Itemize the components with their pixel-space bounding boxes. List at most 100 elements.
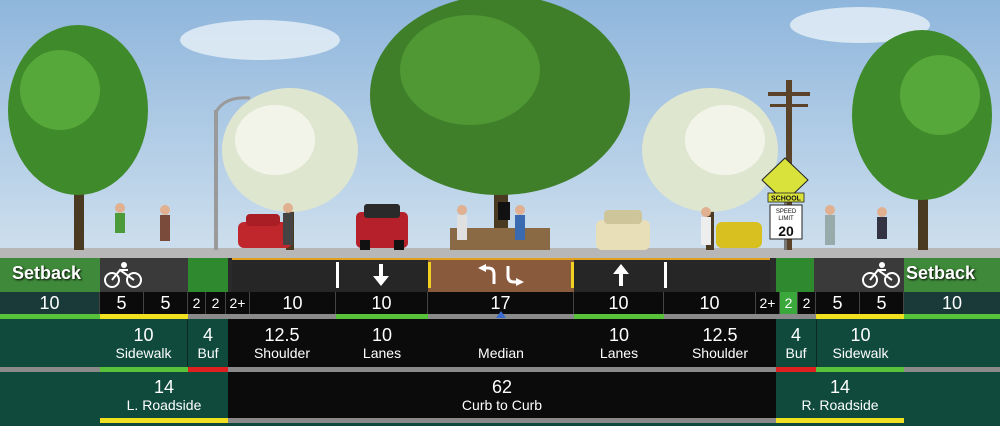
component-median-label: Median: [478, 345, 524, 361]
setback-left-area: [0, 258, 100, 292]
accent-gray: [228, 418, 776, 423]
median-sign-icon: [498, 202, 510, 220]
component-sidewalk-right-value: 10: [850, 325, 871, 345]
width-shoulder-right: 10: [664, 292, 756, 314]
component-buffer-right-value: 4: [790, 325, 801, 345]
totals-spacer-left: [0, 372, 100, 418]
accent-green: [100, 367, 188, 372]
component-shoulder-right: 12.5 Shoulder: [664, 319, 776, 367]
total-l-roadside-value: 14: [153, 377, 175, 397]
lane-line: [336, 262, 339, 288]
car-icon: [356, 204, 408, 250]
car-icon: [716, 222, 762, 248]
speed-sign-mid: LIMIT: [778, 216, 794, 222]
component-buffer-left: 4 Buf: [188, 319, 228, 367]
total-l-roadside: 14 L. Roadside: [100, 372, 228, 418]
cloud: [790, 7, 930, 43]
width-sidewalk-left-a: 5: [100, 292, 144, 314]
setback-left-label: Setback: [12, 263, 82, 283]
median-edge-line: [571, 262, 574, 288]
component-sidewalk-right-label: Sidewalk: [832, 345, 889, 361]
median-area: [428, 258, 574, 292]
street-illustration: SCHOOL SPEED LIMIT 20: [0, 0, 1000, 258]
width-buffer-right-b: 2: [798, 292, 816, 314]
curb-strip: [0, 248, 1000, 258]
accent-strip-2: [0, 367, 1000, 372]
width-median: 17: [428, 292, 574, 314]
component-lanes-right: 10 Lanes: [574, 319, 664, 367]
school-sign-text: SCHOOL: [771, 196, 802, 203]
total-r-roadside-value: 14: [829, 377, 851, 397]
component-median: Median: [428, 319, 574, 367]
width-sidewalk-right-b: 5: [860, 292, 904, 314]
component-shoulder-left-value: 12.5: [264, 325, 300, 345]
total-curb-to-curb: 62 Curb to Curb: [228, 372, 776, 418]
width-lane-right: 10: [574, 292, 664, 314]
component-buffer-left-label: Buf: [197, 345, 219, 361]
component-spacer-left: [0, 319, 100, 367]
speed-sign-value: 20: [778, 223, 794, 239]
widths-row: 10 5 5 2 2 2+ 10 10 17 10 10 2+ 2 2 5 5 …: [0, 292, 1000, 314]
road-edge-line: [232, 258, 770, 260]
component-shoulder-left: 12.5 Shoulder: [228, 319, 336, 367]
component-spacer-right: [904, 319, 1000, 367]
width-shoulder-left: 10: [250, 292, 336, 314]
accent-green: [904, 314, 1000, 319]
width-curb-right: 2+: [756, 292, 780, 314]
accent-green: [0, 314, 100, 319]
width-lane-left: 10: [336, 292, 428, 314]
accent-yellow: [776, 418, 904, 423]
car-icon: [238, 214, 292, 248]
turn-arrows-icon: [478, 264, 524, 286]
component-shoulder-right-value: 12.5: [702, 325, 738, 345]
arrow-down-icon: [373, 264, 389, 286]
width-setback-left: 10: [0, 292, 100, 314]
accent-strip: [0, 311, 1000, 319]
tree-icon: [370, 0, 630, 250]
component-lanes-left: 10 Lanes: [336, 319, 428, 367]
arrow-up-icon: [613, 264, 629, 286]
component-buffer-right-label: Buf: [785, 345, 807, 361]
component-buffer-right: 4 Buf: [776, 319, 816, 367]
bottom-strip: [0, 418, 1000, 426]
total-r-roadside: 14 R. Roadside: [776, 372, 904, 418]
setback-right-label: Setback: [906, 263, 976, 283]
street-light-icon: [214, 96, 251, 250]
centerline-marker-icon: [496, 311, 506, 318]
totals-row: 14 L. Roadside 62 Curb to Curb 14 R. Roa…: [0, 372, 1000, 418]
car-icon: [596, 210, 650, 250]
width-setback-right: 10: [904, 292, 1000, 314]
component-lanes-right-label: Lanes: [599, 345, 639, 361]
component-shoulder-left-label: Shoulder: [253, 345, 311, 361]
accent-yellow: [100, 418, 228, 423]
component-shoulder-right-label: Shoulder: [691, 345, 749, 361]
accent-green: [336, 314, 428, 319]
accent-red: [188, 367, 228, 372]
total-l-roadside-label: L. Roadside: [126, 397, 202, 413]
tree-icon: [852, 30, 992, 250]
width-buffer-left-a: 2: [188, 292, 206, 314]
accent-red: [776, 367, 816, 372]
total-curb-to-curb-value: 62: [491, 377, 513, 397]
lane-line: [664, 262, 667, 288]
component-sidewalk-left-label: Sidewalk: [115, 345, 172, 361]
speed-sign-top: SPEED: [776, 209, 797, 215]
buffer-left-area: [188, 258, 228, 292]
school-crossing-sign-icon: SCHOOL SPEED LIMIT 20: [761, 157, 809, 250]
pedestrian-icon: [115, 203, 887, 245]
setback-right-area: [904, 258, 1000, 292]
width-curb-left: 2+: [226, 292, 250, 314]
width-sidewalk-left-b: 5: [144, 292, 188, 314]
components-row: 10 Sidewalk 4 Buf 12.5 Shoulder 10 Lanes…: [0, 319, 1000, 367]
bike-lane-icon-right: [862, 262, 900, 288]
accent-green: [574, 314, 664, 319]
total-r-roadside-label: R. Roadside: [801, 397, 879, 413]
component-sidewalk-left: 10 Sidewalk: [100, 319, 188, 367]
buffer-right-area: [776, 258, 814, 292]
component-lanes-right-value: 10: [608, 325, 630, 345]
accent-yellow: [100, 314, 188, 319]
width-buffer-right-a: 2: [780, 292, 798, 314]
total-curb-to-curb-label: Curb to Curb: [461, 397, 543, 413]
accent-green: [816, 367, 904, 372]
median-edge-line: [428, 262, 431, 288]
